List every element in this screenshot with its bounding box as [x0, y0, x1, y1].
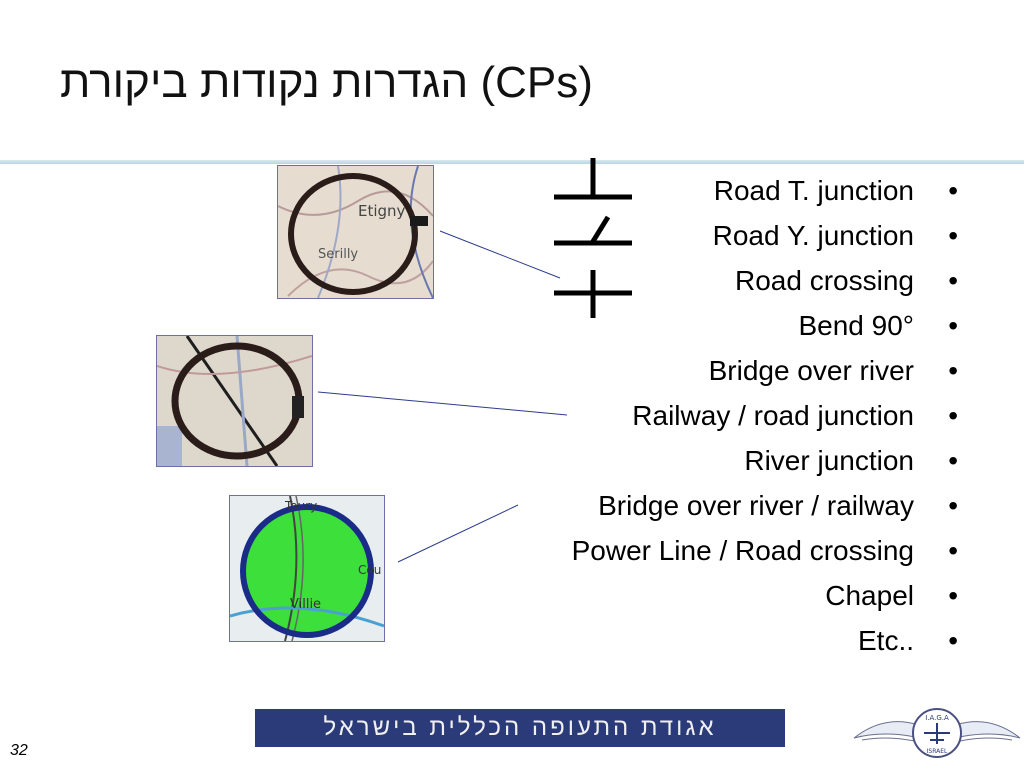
list-item: Road Y. junction — [572, 213, 959, 258]
map-thumbnail-railway — [156, 335, 313, 467]
list-item: Bend 90° — [572, 303, 958, 348]
leader-line-3 — [397, 504, 519, 563]
map-label-cou: Cou — [358, 563, 381, 577]
list-item: Bridge over river / railway — [572, 483, 958, 528]
list-item: Etc.. — [572, 618, 958, 663]
wings-logo-icon: I.A.G.A ISRAEL — [853, 708, 1021, 758]
footer-banner: אגודת התעופה הכללית בישראל — [255, 709, 785, 747]
footer-banner-text: אגודת התעופה הכללית בישראל — [323, 714, 717, 741]
map-label-etigny: Etigny — [358, 202, 406, 220]
list-item: River junction — [572, 438, 958, 483]
list-item: Road T. junction — [572, 168, 959, 213]
map-thumbnail-villiers: Toury Villie Cou — [229, 495, 385, 642]
map-thumbnail-etigny: Etigny Serilly — [277, 165, 434, 299]
logo-text-bottom: ISRAEL — [927, 748, 948, 755]
logo-text-top: I.A.G.A — [925, 714, 949, 722]
checkpoint-types-list: Road T. junction Road Y. junction Road c… — [572, 168, 959, 663]
slide-title: הגדרות נקודות ביקורת (CPs) — [60, 58, 593, 107]
leader-line-1 — [439, 230, 561, 279]
list-item: Power Line / Road crossing — [572, 528, 959, 573]
list-item: Bridge over river — [572, 348, 959, 393]
leader-line-2 — [317, 391, 568, 416]
list-item: Railway / road junction — [572, 393, 958, 438]
map-label-villie: Villie — [290, 597, 321, 612]
page-number: 32 — [10, 742, 28, 759]
title-divider — [0, 160, 1024, 164]
list-item: Chapel — [572, 573, 958, 618]
map-label-toury: Toury — [284, 499, 317, 513]
map-label-serilly: Serilly — [318, 247, 358, 262]
list-item: Road crossing — [572, 258, 958, 303]
